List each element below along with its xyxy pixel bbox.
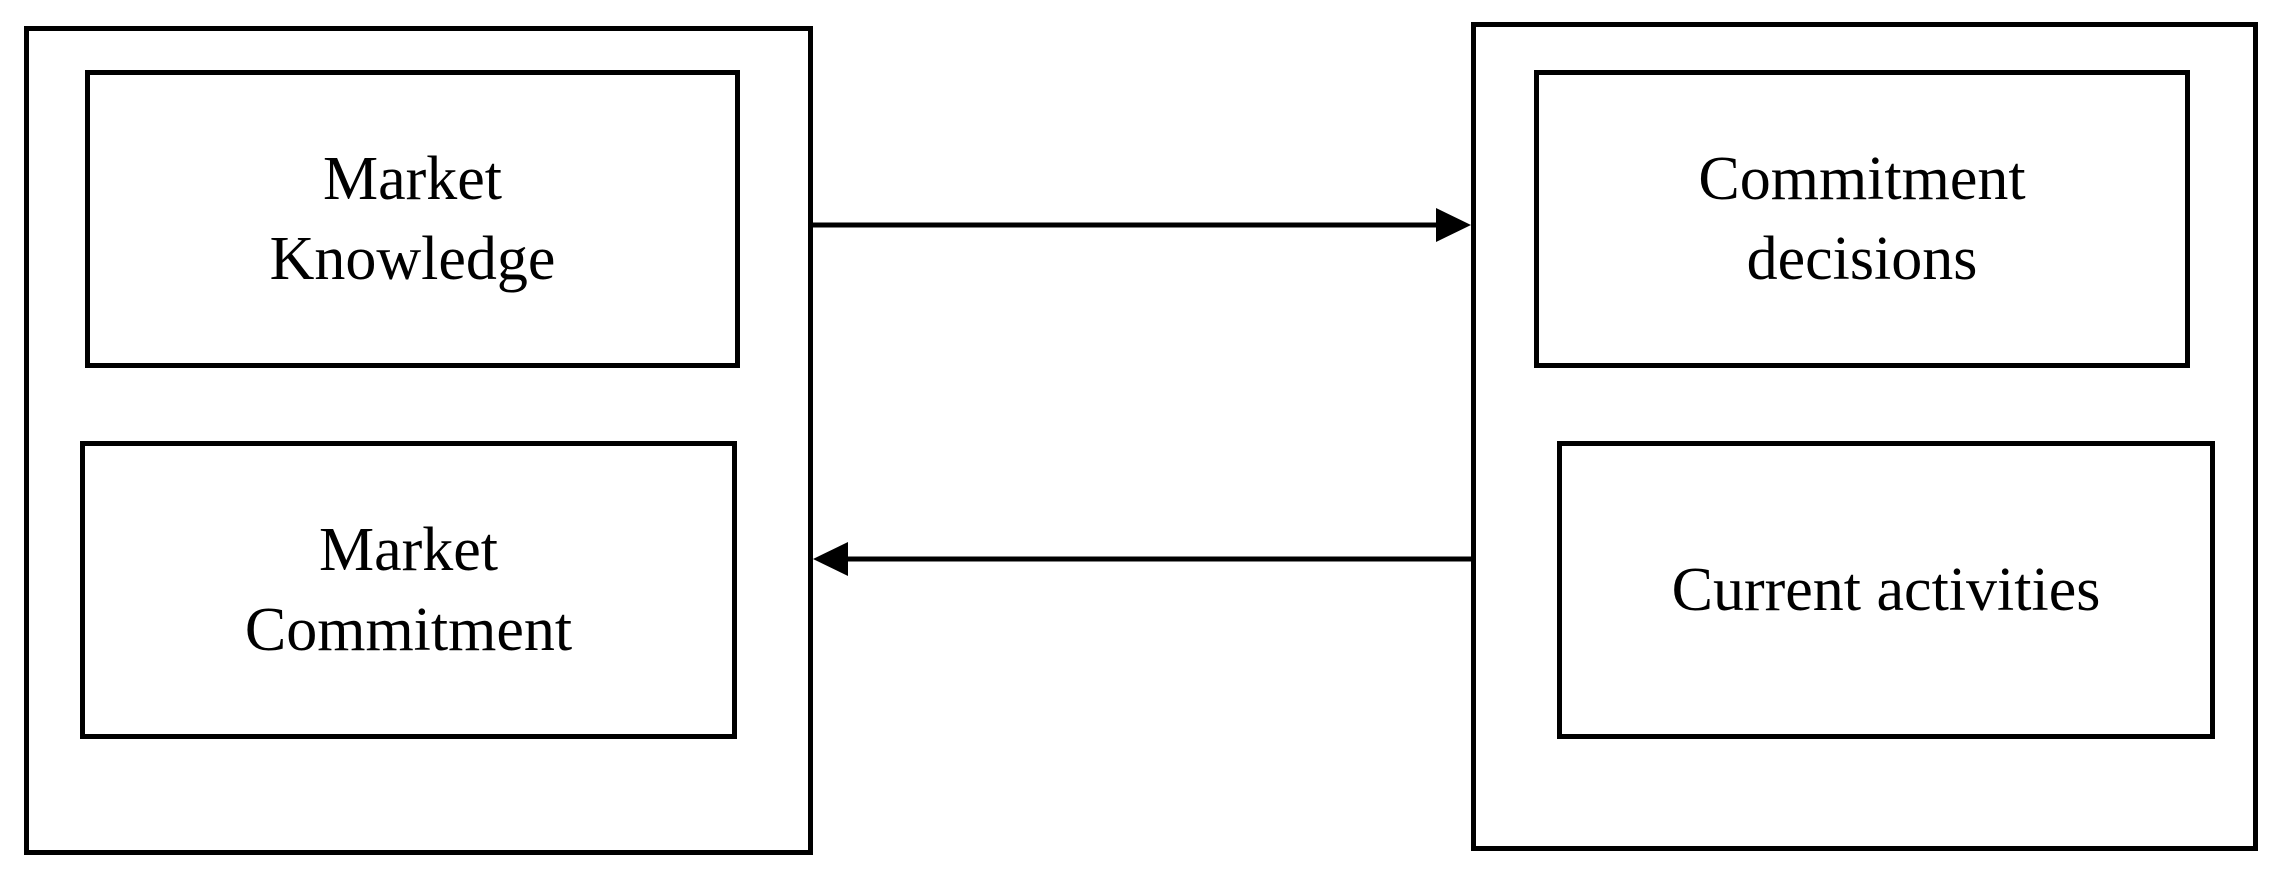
current-activities-box: Current activities [1557, 441, 2215, 739]
commitment-decisions-label: Commitment decisions [1698, 145, 2026, 293]
market-commitment-box: Market Commitment [80, 441, 737, 739]
current-activities-label: Current activities [1671, 556, 2101, 624]
arrow-left-to-right [813, 208, 1471, 242]
arrow-head-left-icon [813, 542, 848, 576]
market-commitment-label: Market Commitment [244, 516, 573, 664]
commitment-decisions-box: Commitment decisions [1534, 70, 2190, 368]
market-knowledge-label: Market Knowledge [269, 145, 556, 293]
arrow-head-right-icon [1436, 208, 1471, 242]
market-knowledge-box: Market Knowledge [85, 70, 740, 368]
arrow-right-to-left [813, 542, 1471, 576]
